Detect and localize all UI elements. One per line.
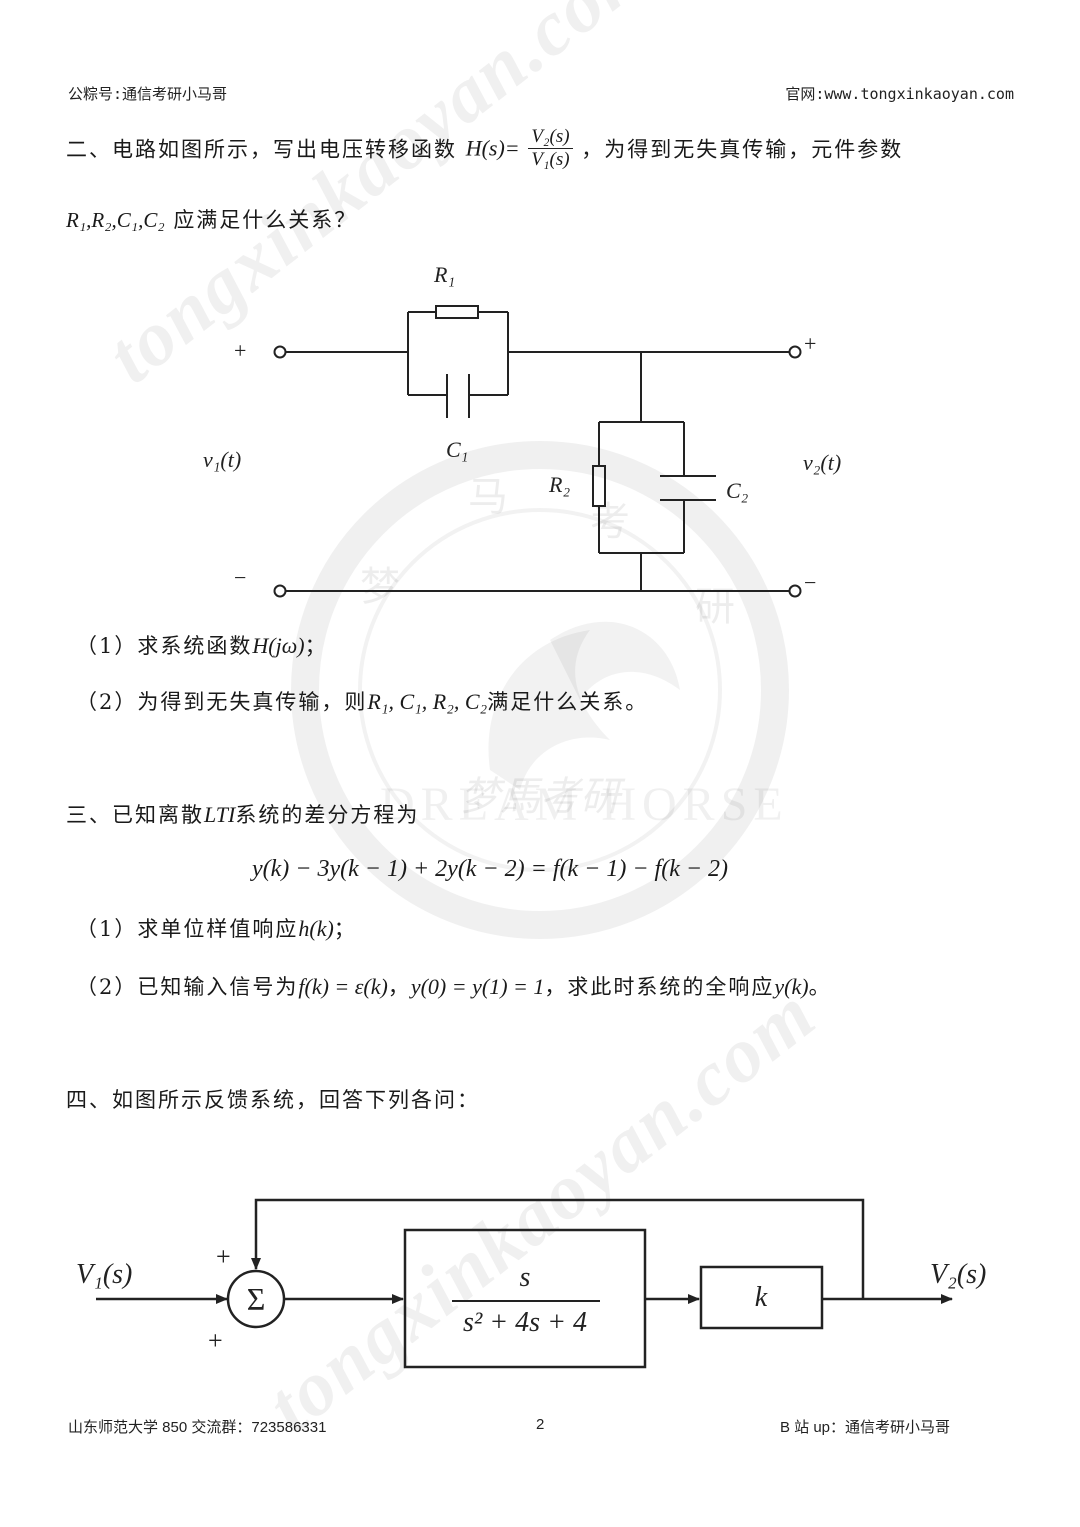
q3-sub2: （2）已知输入信号为f(k) = ε(k)，y(0) = y(1) = 1，求此… [76,971,832,1001]
gain-label: k [755,1282,768,1313]
q2-intro: 二、电路如图所示，写出电压转移函数 [66,137,457,162]
q2-intro-line: 二、电路如图所示，写出电压转移函数 H(s)= V₂(s) V₁(s) ，为得到… [66,126,903,186]
q3-intro: 三、已知离散LTI系统的差分方程为 [66,799,419,829]
tf-denominator: s² + 4s + 4 [463,1307,587,1338]
transfer-function-block [403,1228,647,1369]
q3-sub1-prefix: （1）求单位样值响应 [76,917,299,941]
label-r2: R₂ [548,472,570,497]
label-r1: R₁ [433,262,455,287]
q2-frac-den: V₁(s) [531,149,570,170]
q2-sub1-suffix: ； [304,634,328,658]
seal-char-1: 马 [468,474,508,519]
q3-sub2-math2: y(0) = y(1) = 1 [410,974,545,999]
q3-sub1: （1）求单位样值响应h(k)； [76,913,357,943]
q2-sub2: （2）为得到无失真传输，则R₁, C₁, R₂, C₂满足什么关系。 [76,686,648,716]
label-minus-right: − [804,570,816,595]
seal-center-text: 梦馬考研 [460,774,626,819]
q3-sub2-mid2: ，求此时系统的全响应 [544,975,775,999]
q2-intro-tail: ，为得到无失真传输，元件参数 [581,137,904,162]
q2-sub1-prefix: （1）求系统函数 [76,634,253,658]
label-plus-right: + [804,331,816,356]
q2-frac-num: V₂(s) [528,126,573,149]
terminal-in-top [273,345,287,359]
q3-sub1-math: h(k) [298,916,334,941]
circuit-diagram: R₁ C₁ R₂ C₂ v₁(t) v₂(t) + − + − [203,262,841,598]
q2-sub2-suffix: 满足什么关系。 [487,690,649,714]
label-plus-bottom: + [208,1326,223,1355]
label-vout: v₂(t) [803,450,841,475]
q3-sub2-math1: f(k) = ε(k) [298,974,388,999]
terminal-out-bottom [788,584,802,598]
label-minus-left: − [234,565,246,590]
q3-sub2-prefix: （2）已知输入信号为 [76,975,299,999]
q2-sub2-prefix: （2）为得到无失真传输，则 [76,690,368,714]
label-plus-left: + [234,338,246,363]
q3-sub2-suffix: 。 [808,975,832,999]
label-plus-top: + [216,1242,231,1271]
footer-page-number: 2 [536,1416,545,1433]
q2-line2: R₁,R₂,C₁,C₂ 应满足什么关系？ [66,204,357,234]
q3-intro-math: LTI [204,802,236,827]
label-output: V₂(s) [930,1259,986,1290]
sum-symbol: Σ [247,1281,266,1317]
terminal-in-bottom [273,584,287,598]
q2-sub1: （1）求系统函数H(jω)； [76,630,328,660]
terminal-out-top [788,345,802,359]
label-vin: v₁(t) [203,447,241,472]
q3-intro-suffix: 系统的差分方程为 [235,803,420,827]
footer-right: B 站 up：通信考研小马哥 [780,1419,951,1436]
gain-block [699,1265,824,1330]
q3-intro-prefix: 三、已知离散 [66,803,204,827]
q3-equation: y(k) − 3y(k − 1) + 2y(k − 2) = f(k − 1) … [252,856,729,882]
label-c2: C₂ [726,478,749,503]
feedback-path [251,1198,865,1299]
q3-sub1-suffix: ； [333,917,357,941]
seal-ring-text: DREAM HORSE [380,778,789,831]
q4-intro: 四、如图所示反馈系统，回答下列各问： [66,1088,480,1112]
resistor-r2 [592,465,606,507]
q2-h-expr: H(s)= [465,135,520,161]
label-input: V₁(s) [76,1259,132,1290]
q2-params: R₁,R₂,C₁,C₂ [66,208,165,232]
q3-sub2-math3: y(k) [774,974,809,999]
label-c1: C₁ [446,437,468,462]
q2-sub1-math: H(jω) [252,633,305,658]
q2-line2-tail: 应满足什么关系？ [173,208,358,232]
feedback-block-diagram: V₁(s) V₂(s) Σ + + s s² + 4s + 4 k [76,1198,986,1369]
header-right: 官网:www.tongxinkaoyan.com [785,85,1014,103]
seal-char-4: 梦 [360,564,400,609]
tf-numerator: s [520,1262,531,1293]
q2-sub2-math: R₁, C₁, R₂, C₂ [367,689,488,714]
q3-sub2-mid: ， [387,975,411,999]
resistor-r1 [435,305,479,319]
q2-fraction: V₂(s) V₁(s) [528,126,573,171]
header-left: 公粽号:通信考研小马哥 [68,85,228,103]
footer-left: 山东师范大学 850 交流群：723586331 [68,1419,327,1436]
